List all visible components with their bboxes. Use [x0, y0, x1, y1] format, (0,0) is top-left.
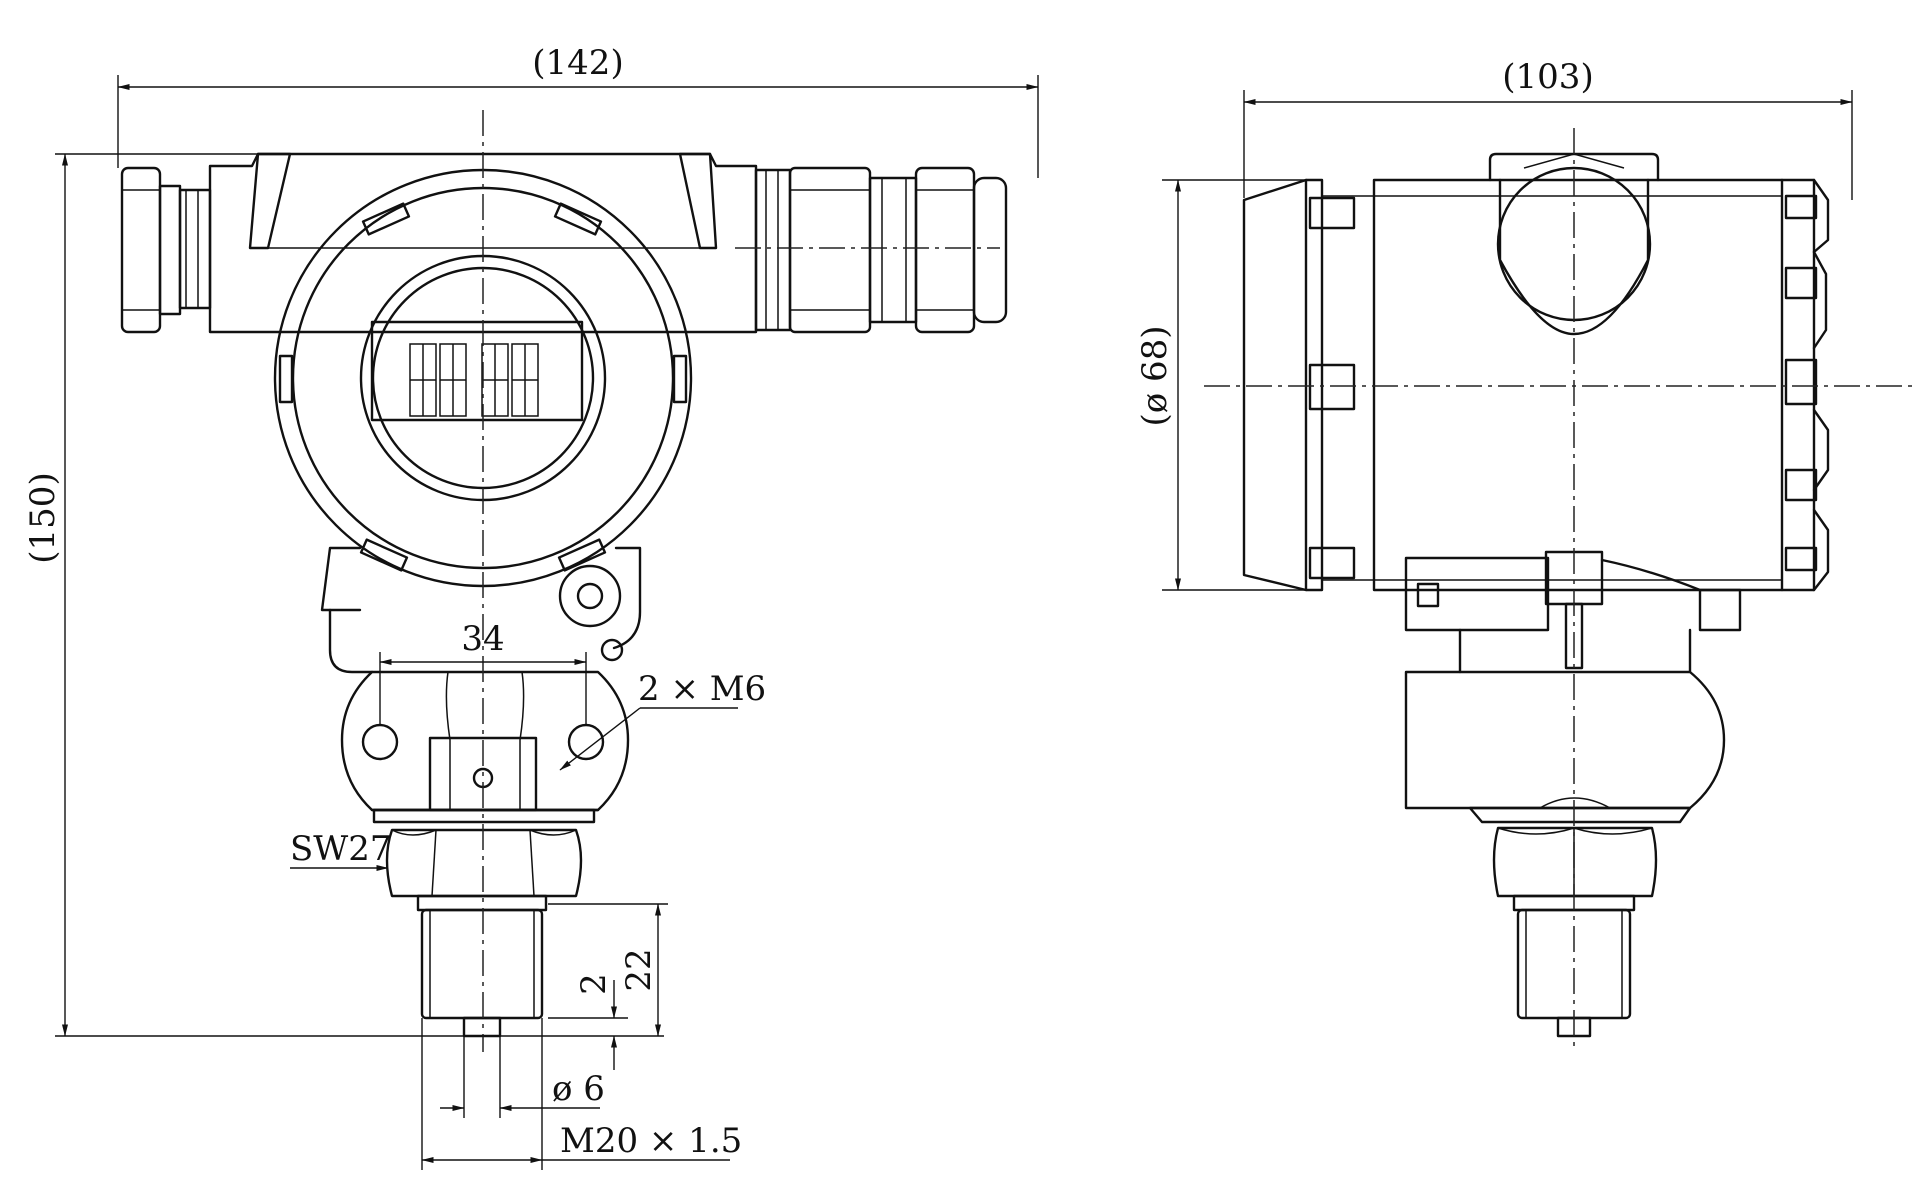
dim-thread: M20 × 1.5	[421, 1018, 742, 1170]
dim-tip-length-label: 2	[574, 973, 614, 995]
dim-front-height-label: (150)	[23, 472, 63, 563]
side-mount-block	[1404, 670, 1726, 824]
side-view: (103) (ø 68)	[1135, 57, 1916, 1052]
process-connection	[416, 894, 548, 1038]
dim-side-diameter: (ø 68)	[1135, 179, 1306, 591]
dim-mount-spacing: 34	[379, 619, 587, 725]
side-hex-nut	[1492, 826, 1658, 898]
dim-tip-length: 2	[548, 973, 628, 1070]
dim-thread-length: 22	[548, 903, 668, 1037]
dim-side-width: (103)	[1243, 57, 1853, 200]
side-rear	[1780, 178, 1830, 592]
housing-top	[208, 152, 758, 334]
housing-neck	[320, 546, 642, 824]
dim-thread-label: M20 × 1.5	[560, 1121, 742, 1161]
dim-tip-diameter-label: ø 6	[552, 1069, 605, 1109]
dim-mount-holes: 2 × M6	[559, 669, 766, 771]
side-body	[1372, 178, 1784, 592]
side-cover	[1242, 178, 1374, 592]
dim-thread-length-label: 22	[619, 948, 659, 991]
side-neck	[1404, 550, 1742, 674]
dim-hex-size: SW27	[290, 829, 392, 871]
dim-mount-spacing-label: 34	[461, 619, 504, 659]
dim-side-width-label: (103)	[1502, 57, 1593, 97]
hex-nut	[385, 828, 583, 898]
dim-side-diameter-label: (ø 68)	[1135, 325, 1175, 426]
dim-tip-diameter: ø 6	[440, 1036, 605, 1118]
dim-front-width: (142)	[117, 43, 1039, 178]
right-cable-gland	[754, 166, 1008, 334]
dim-mount-holes-label: 2 × M6	[638, 669, 766, 709]
front-view: (142) (150) 34 2 × M6 SW27	[23, 43, 1039, 1170]
dim-hex-size-label: SW27	[290, 829, 392, 869]
lcd-digits	[409, 343, 539, 417]
dim-front-height: (150)	[23, 153, 664, 1037]
left-cable-gland	[120, 166, 212, 334]
dim-front-width-label: (142)	[532, 43, 623, 83]
